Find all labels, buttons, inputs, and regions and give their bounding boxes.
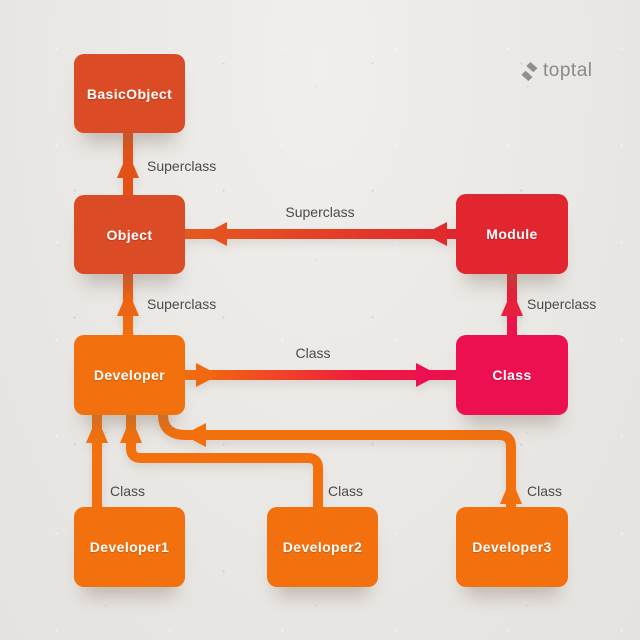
node-developer: Developer [74,335,185,415]
toptal-chevrons-icon [521,61,538,81]
arrow-left-icon [424,222,447,246]
arrow-up-icon [86,417,108,443]
node-label: Developer2 [282,539,363,555]
edge-developer2-to-developer [120,415,323,508]
arrow-right-icon [416,363,439,387]
node-label: Developer [93,367,166,383]
edge-label-superclass-object-basicobject: Superclass [147,158,217,174]
node-label: Class [492,367,532,383]
node-basicobject: BasicObject [74,54,185,133]
edge-label-superclass-class-module: Superclass [527,296,597,312]
edge-label-class-developer2: Class [328,483,364,499]
edge-label-class-developer1: Class [110,483,146,499]
arrow-left-icon [204,222,227,246]
arrow-up-icon [117,152,139,178]
node-label: Developer1 [89,539,170,555]
edge-module-to-object [185,222,456,246]
edge-label-class-developer-class: Class [295,345,331,361]
node-developer3: Developer3 [456,507,568,587]
edge-label-class-developer3: Class [527,483,563,499]
edge-label-superclass-developer-object: Superclass [147,296,217,312]
arrow-right-icon [196,363,219,387]
edge-label-superclass-module-object: Superclass [285,204,355,220]
toptal-logo-text: toptal [543,60,593,81]
arrow-up-icon [120,417,142,443]
node-object: Object [74,195,185,274]
node-developer1: Developer1 [74,507,185,587]
node-module: Module [456,194,568,274]
edge-developer1-to-developer [86,415,108,508]
arrow-up-icon [501,290,523,316]
node-developer2: Developer2 [267,507,378,587]
edge-object-to-basicobject [117,132,139,196]
arrow-up-icon [117,290,139,316]
node-label: Object [106,226,153,243]
node-label: Module [486,226,538,242]
edge-class-to-module [501,273,523,336]
node-class: Class [456,335,568,415]
node-label: BasicObject [86,85,173,102]
arrow-left-icon [183,423,206,447]
edge-developer-to-object [117,273,139,336]
arrow-up-icon [500,478,522,504]
edge-developer-to-class [185,363,456,387]
edge-developer3-to-developer [158,414,522,508]
node-label: Developer3 [472,539,552,555]
toptal-logo: toptal [520,60,592,82]
